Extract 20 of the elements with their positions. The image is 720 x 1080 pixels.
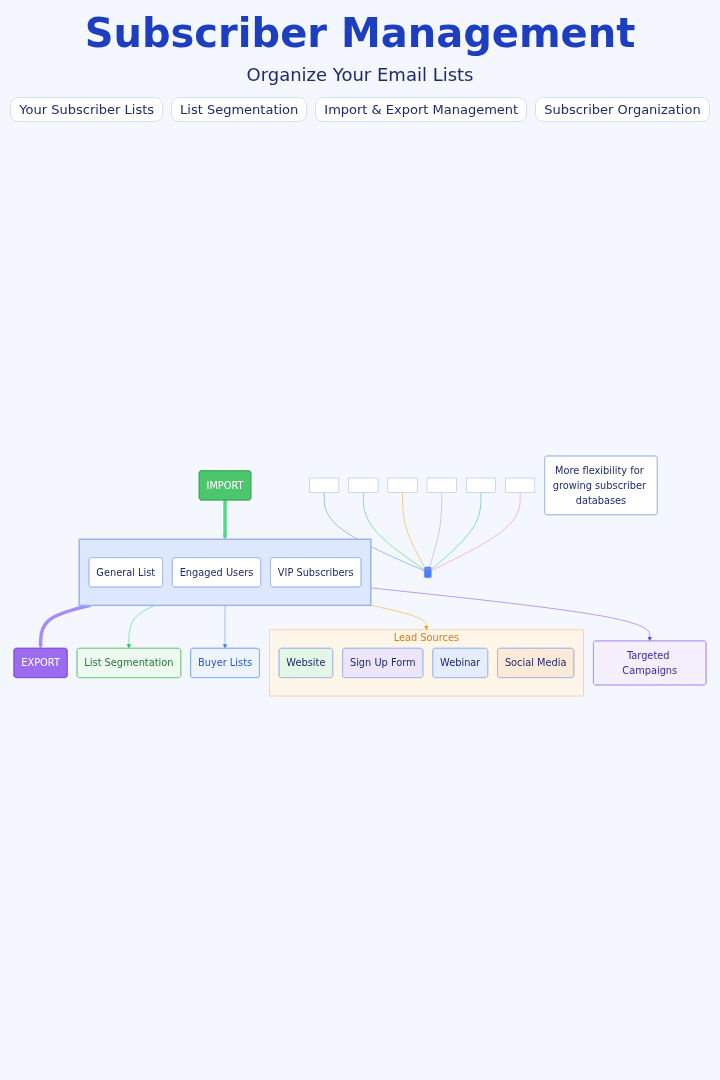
cluster (78, 538, 372, 607)
subtitle: Organize Your Email Lists (245, 63, 475, 87)
connector (431, 492, 521, 571)
feature-label: Import & Export Management (315, 97, 528, 122)
node-cylinder (423, 566, 432, 579)
feature-label: Subscriber Organization (535, 97, 710, 122)
node-box (387, 477, 418, 493)
connector (323, 492, 425, 571)
arrow (38, 603, 91, 649)
title: Subscriber Management (83, 10, 637, 56)
node-box (426, 477, 457, 493)
node-box (348, 477, 379, 493)
feature-label: List Segmentation (171, 97, 308, 122)
node-box (309, 477, 340, 493)
node-box (466, 477, 496, 493)
connector (431, 492, 482, 570)
node-box (505, 477, 536, 493)
connector (429, 492, 442, 568)
arrow (222, 500, 228, 540)
feature-label: Your Subscriber Lists (10, 97, 164, 122)
